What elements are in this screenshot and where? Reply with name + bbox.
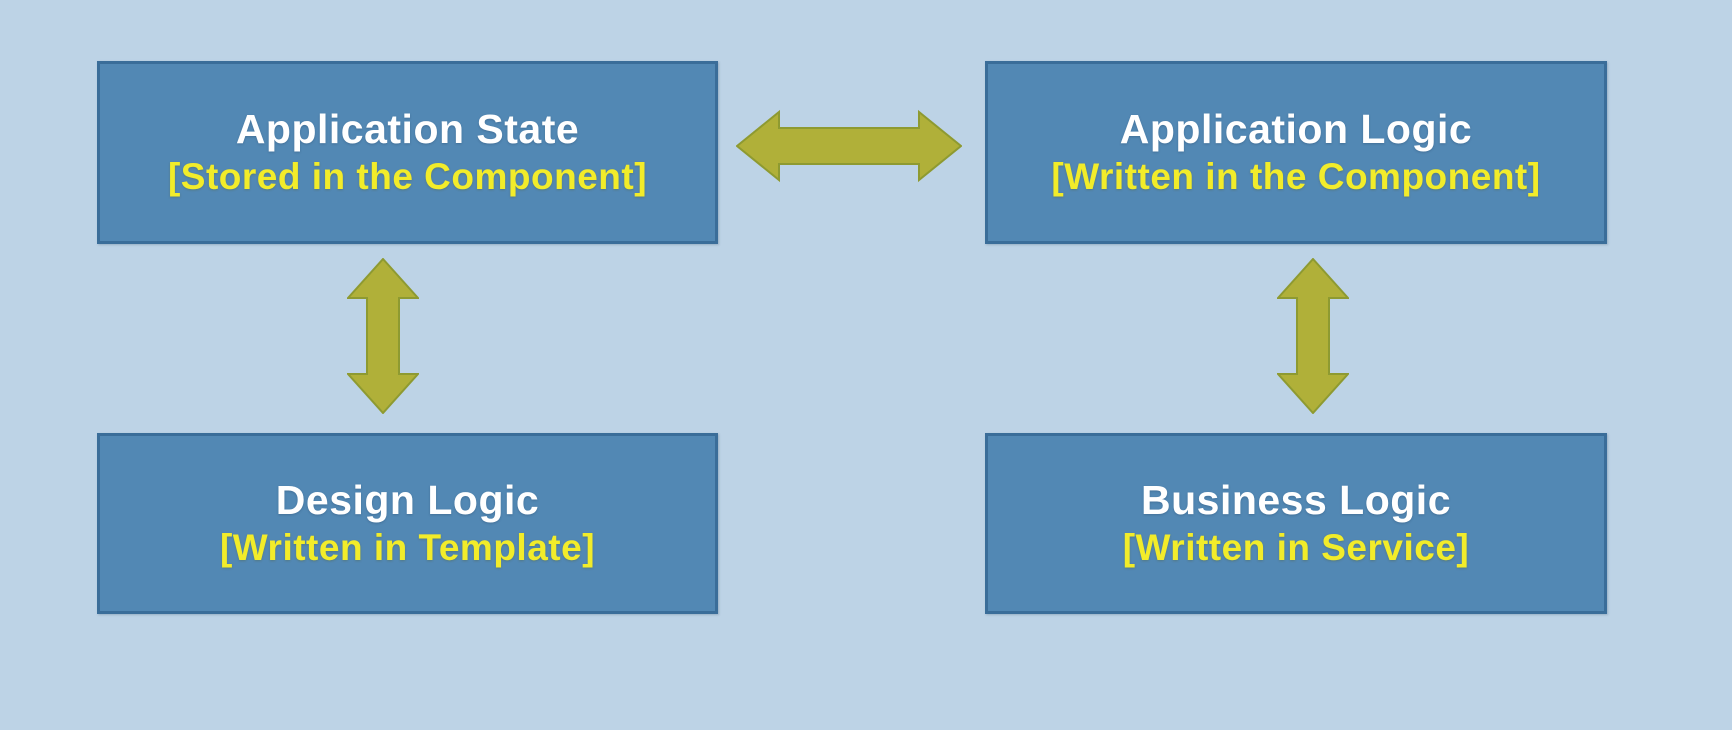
box-design-logic: Design Logic [Written in Template]: [97, 433, 718, 614]
box-business-logic-subtitle: [Written in Service]: [1122, 526, 1470, 568]
box-application-state: Application State [Stored in the Compone…: [97, 61, 718, 244]
double-arrow-horizontal-icon: [736, 108, 962, 184]
double-arrow-vertical-right-icon: [1277, 258, 1349, 414]
box-application-logic-title: Application Logic: [1119, 105, 1473, 152]
box-application-logic-subtitle: [Written in the Component]: [1051, 155, 1541, 197]
box-business-logic-title: Business Logic: [1140, 476, 1451, 523]
box-design-logic-title: Design Logic: [275, 476, 540, 523]
box-design-logic-subtitle: [Written in Template]: [219, 526, 596, 568]
double-arrow-vertical-left-icon: [347, 258, 419, 414]
box-application-state-title: Application State: [235, 105, 580, 152]
box-business-logic: Business Logic [Written in Service]: [985, 433, 1607, 614]
box-application-state-subtitle: [Stored in the Component]: [167, 155, 648, 197]
box-application-logic: Application Logic [Written in the Compon…: [985, 61, 1607, 244]
